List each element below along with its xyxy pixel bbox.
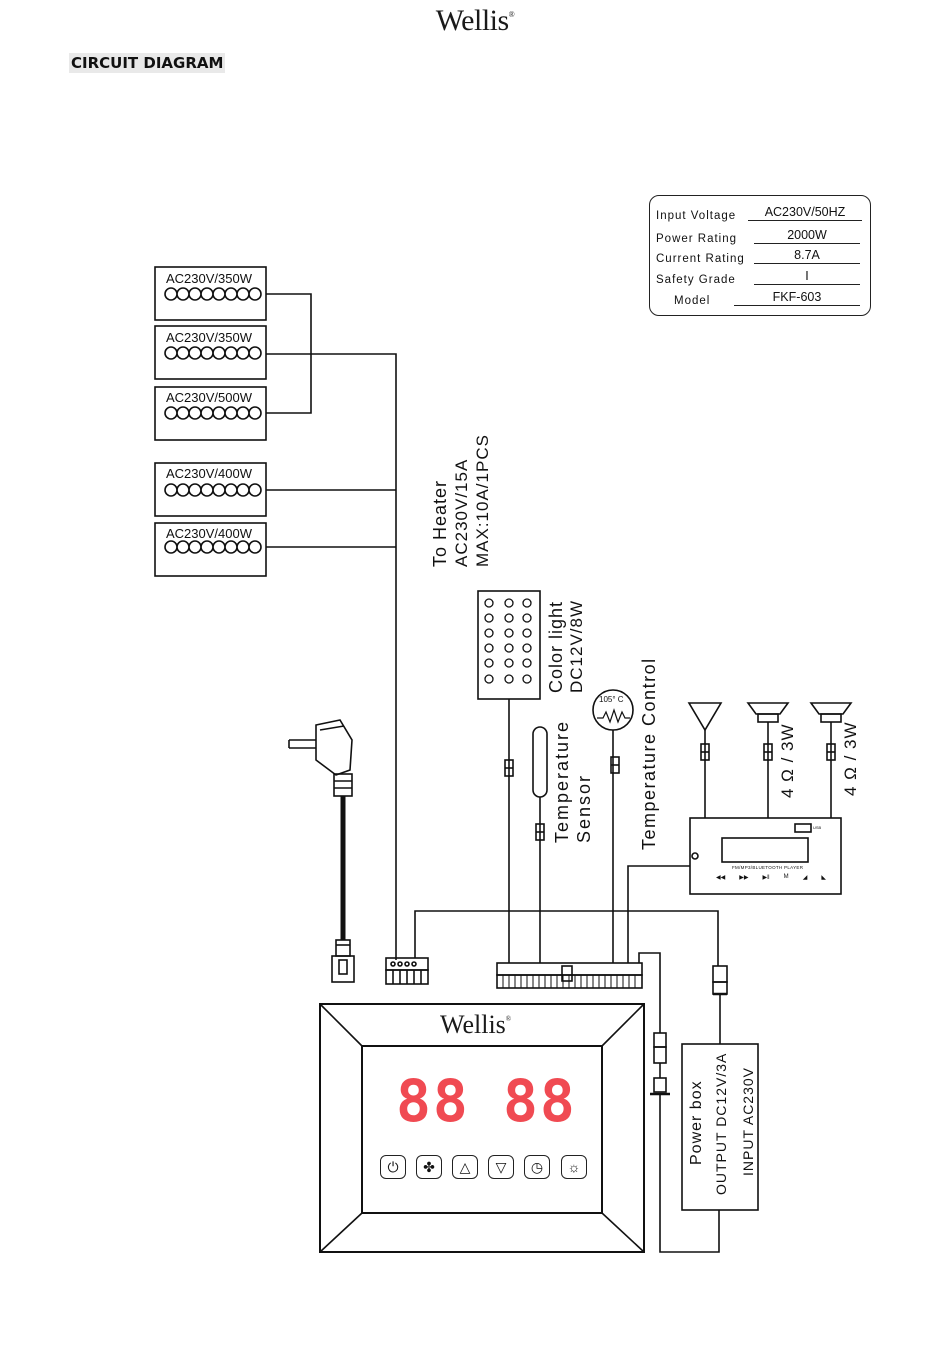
lamp-icon: ☼ xyxy=(567,1159,581,1175)
temperature-down-button[interactable]: ▽ xyxy=(488,1155,514,1179)
heater-wiring xyxy=(266,293,397,960)
temp-sensor-label-2: Sensor xyxy=(574,773,594,843)
spec-label: Model xyxy=(674,295,711,307)
play-pause-icon[interactable]: ▶‖ xyxy=(762,875,770,881)
spec-value: AC230V/50HZ xyxy=(748,204,862,221)
spec-row-current-rating: Current Rating 8.7A xyxy=(656,245,860,265)
heater-label: AC230V/350W xyxy=(166,330,252,345)
spec-row-model: Model FKF-603 xyxy=(656,287,860,307)
color-light-rating: DC12V/8W xyxy=(567,599,586,693)
player-controls: ◀◀ ▶▶ ▶‖ M ◢ ◣ xyxy=(716,874,826,881)
temp-control-label: Temperature Control xyxy=(639,657,659,850)
heater-label: AC230V/400W xyxy=(166,526,252,541)
panel-registered-mark: ® xyxy=(505,1015,512,1023)
power-box xyxy=(681,1043,759,1211)
clock-icon: ◷ xyxy=(530,1158,544,1175)
speaker-right-rating: 4 Ω / 3W xyxy=(841,721,860,796)
triangle-down-icon: ▽ xyxy=(495,1158,507,1175)
brand-logo-text: Wellis xyxy=(435,4,509,37)
to-heater-max: MAX:10A/1PCS xyxy=(473,434,492,567)
rewind-icon[interactable]: ◀◀ xyxy=(716,875,726,881)
fast-forward-icon[interactable]: ▶▶ xyxy=(739,875,749,881)
volume-down-icon[interactable]: ◢ xyxy=(802,875,808,881)
panel-logo-text: Wellis xyxy=(440,1010,506,1039)
speaker-right xyxy=(809,702,853,818)
registered-mark: ® xyxy=(508,10,515,19)
player-module xyxy=(689,817,842,895)
temp-control-badge: 105° C xyxy=(599,695,624,704)
main-connectors xyxy=(385,957,643,989)
timer-button[interactable]: ◷ xyxy=(524,1155,550,1179)
temperature-up-button[interactable]: △ xyxy=(452,1155,478,1179)
speaker-left-rating: 4 Ω / 3W xyxy=(778,723,797,798)
power-box-input: INPUT AC230V xyxy=(740,1066,756,1176)
spec-value: FKF-603 xyxy=(734,289,860,306)
spec-value: 8.7A xyxy=(754,247,860,264)
volume-up-icon[interactable]: ◣ xyxy=(821,875,826,881)
spec-label: Safety Grade xyxy=(656,274,736,286)
panel-logo: Wellis® xyxy=(440,1010,511,1040)
fan-button[interactable]: ✤ xyxy=(416,1155,442,1179)
mains-plug xyxy=(288,719,355,983)
to-heater-rating: AC230V/15A xyxy=(452,458,471,567)
color-light-label: Color light xyxy=(546,600,566,693)
player-caption: FM/MP3/BLUETOOTH PLAYER xyxy=(732,865,804,870)
power-box-title: Power box xyxy=(688,1080,705,1165)
brand-logo: Wellis® xyxy=(0,4,950,38)
temperature-control xyxy=(592,689,634,963)
section-title: CIRCUIT DIAGRAM xyxy=(69,53,226,73)
spec-row-power-rating: Power Rating 2000W xyxy=(656,225,860,245)
spec-row-input-voltage: Input Voltage AC230V/50HZ xyxy=(656,202,862,222)
antenna xyxy=(687,702,723,818)
spec-value: I xyxy=(754,268,860,285)
temperature-sensor xyxy=(532,726,548,963)
temp-sensor-label: Temperature xyxy=(552,719,572,843)
control-bus-wiring xyxy=(414,865,728,1253)
power-box-output: OUTPUT DC12V/3A xyxy=(713,1052,729,1195)
usb-label: USB xyxy=(813,825,822,830)
spec-label: Input Voltage xyxy=(656,210,737,222)
display-right: 88 xyxy=(503,1067,577,1135)
speaker-left xyxy=(746,702,790,818)
heater-label: AC230V/400W xyxy=(166,466,252,481)
power-button[interactable]: ⏻ xyxy=(380,1155,406,1179)
fan-icon: ✤ xyxy=(423,1158,435,1175)
display-left: 88 xyxy=(396,1067,470,1135)
heater-label: AC230V/350W xyxy=(166,271,252,286)
power-icon: ⏻ xyxy=(387,1158,399,1175)
spec-value: 2000W xyxy=(754,227,860,244)
triangle-up-icon: △ xyxy=(459,1158,471,1175)
mode-icon[interactable]: M xyxy=(783,874,789,880)
light-button[interactable]: ☼ xyxy=(561,1155,587,1179)
control-panel xyxy=(319,1003,645,1253)
to-heater-label: To Heater xyxy=(430,479,450,567)
spec-plate: Input Voltage AC230V/50HZ Power Rating 2… xyxy=(649,195,871,316)
spec-label: Power Rating xyxy=(656,233,738,245)
color-light xyxy=(477,590,541,963)
heater-label: AC230V/500W xyxy=(166,390,252,405)
spec-row-safety-grade: Safety Grade I xyxy=(656,266,860,286)
spec-label: Current Rating xyxy=(656,253,745,265)
